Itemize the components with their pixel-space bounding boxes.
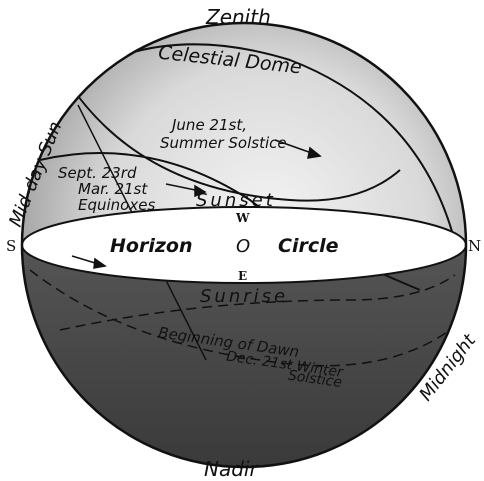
north-label: N: [468, 237, 481, 255]
june-label-line1: June 21st,: [169, 116, 247, 134]
nadir-label: Nadir: [204, 457, 259, 481]
observer-label: O: [236, 236, 250, 257]
sunset-label: Sunset: [196, 190, 276, 211]
equinox-label-line3: Equinoxes: [78, 196, 155, 214]
circle-label: Circle: [278, 235, 339, 257]
sunrise-label: Sunrise: [200, 286, 288, 307]
june-label-line2: Summer Solstice: [160, 134, 287, 152]
horizon-label: Horizon: [110, 235, 192, 257]
east-label: E: [238, 269, 247, 283]
zenith-label: Zenith: [205, 5, 271, 29]
west-label: W: [235, 211, 250, 225]
south-label: S: [6, 237, 16, 255]
